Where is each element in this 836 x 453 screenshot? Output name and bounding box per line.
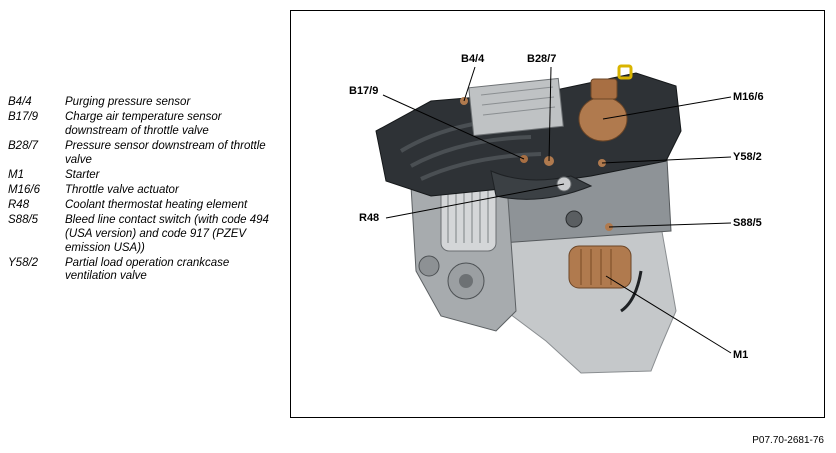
legend-row-m1: M1 Starter — [8, 169, 278, 183]
legend-row-b4-4: B4/4 Purging pressure sensor — [8, 96, 278, 110]
figure-reference: P07.70-2681-76 — [752, 435, 824, 446]
legend-row-s88-5: S88/5 Bleed line contact switch (with co… — [8, 214, 278, 255]
legend-desc: Partial load operation crankcase ventila… — [65, 256, 230, 283]
oil-filter-housing — [565, 210, 583, 228]
legend-code: B28/7 — [8, 139, 39, 152]
legend-code: M16/6 — [8, 183, 40, 196]
callout-r48: R48 — [359, 212, 380, 224]
legend-desc: Pressure sensor downstream of throttle v… — [65, 139, 266, 166]
callout-b28-7: B28/7 — [527, 53, 557, 65]
head-cover-ribs — [480, 86, 556, 116]
legend-desc: Throttle valve actuator — [65, 183, 179, 196]
legend-row-b17-9: B17/9 Charge air temperature sensor down… — [8, 111, 278, 138]
legend: B4/4 Purging pressure sensor B17/9 Charg… — [8, 96, 278, 285]
idler-pulley — [418, 255, 440, 277]
pulley-hub — [459, 274, 473, 288]
figure-frame: B4/4 B28/7 B17/9 M16/6 Y58/2 R48 S88/5 M… — [290, 10, 825, 418]
legend-code: S88/5 — [8, 214, 39, 227]
legend-row-y58-2: Y58/2 Partial load operation crankcase v… — [8, 257, 278, 284]
legend-row-m16-6: M16/6 Throttle valve actuator — [8, 184, 278, 198]
legend-desc: Purging pressure sensor — [65, 96, 191, 108]
actuator-housing — [590, 78, 618, 100]
head-cover-plate — [468, 77, 564, 137]
starter-motor — [568, 245, 632, 289]
legend-code: M1 — [8, 168, 24, 181]
engine-illustration — [375, 64, 732, 374]
yellow-fitting — [617, 64, 633, 80]
legend-desc: Bleed line contact switch (with code 494… — [65, 214, 269, 254]
legend-code: B4/4 — [8, 96, 32, 108]
legend-desc: Charge air temperature sensor downstream… — [65, 111, 222, 137]
dipstick-tube — [620, 270, 643, 313]
legend-row-r48: R48 Coolant thermostat heating element — [8, 199, 278, 213]
alternator-fins — [447, 186, 489, 243]
leader-lines — [382, 66, 732, 354]
callout-m16-6: M16/6 — [733, 91, 764, 103]
callout-b17-9: B17/9 — [349, 85, 379, 97]
callout-b4-4: B4/4 — [461, 53, 485, 65]
callout-s88-5: S88/5 — [733, 217, 762, 229]
callout-m1: M1 — [733, 349, 749, 361]
legend-desc: Coolant thermostat heating element — [65, 199, 248, 212]
legend-code: Y58/2 — [8, 256, 39, 269]
callout-y58-2: Y58/2 — [733, 151, 762, 163]
legend-row-b28-7: B28/7 Pressure sensor downstream of thro… — [8, 140, 278, 167]
legend-code: R48 — [8, 199, 30, 212]
legend-code: B17/9 — [8, 111, 39, 124]
legend-desc: Starter — [65, 168, 100, 181]
